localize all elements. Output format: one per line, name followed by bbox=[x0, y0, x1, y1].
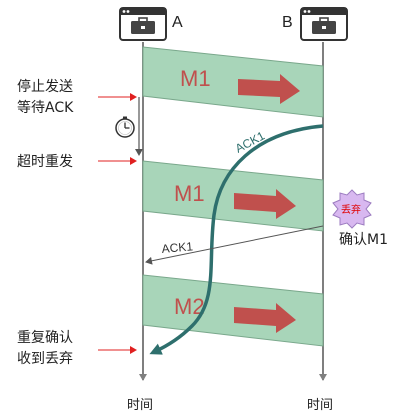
host-a-icon bbox=[119, 7, 167, 41]
frame-label-2: M1 bbox=[174, 181, 205, 206]
timeline-b-label: 时间 bbox=[307, 398, 333, 413]
ack-label-2: ACK1 bbox=[161, 239, 194, 256]
ack-line-short bbox=[145, 225, 324, 265]
frame-label-1: M1 bbox=[180, 66, 211, 91]
discard-badge-text: 丢弃 bbox=[341, 203, 361, 216]
ack-curve-long bbox=[149, 124, 324, 355]
note-stop-send-line1: 停止发送 bbox=[17, 78, 73, 95]
note-dup-confirm-line2: 收到丢弃 bbox=[17, 351, 73, 367]
note-timeout-resend: 超时重发 bbox=[17, 154, 73, 170]
host-b-icon bbox=[300, 7, 348, 41]
frame-arrow-1 bbox=[238, 74, 300, 104]
frame-band-1 bbox=[142, 46, 324, 118]
note-dup-confirm-line1: 重复确认 bbox=[17, 329, 73, 346]
host-a-label: A bbox=[172, 14, 183, 31]
note-stop-send-line2: 等待ACK bbox=[17, 99, 74, 116]
receiver-confirm-label: 确认M1 bbox=[339, 232, 388, 248]
frame-band-3 bbox=[142, 274, 324, 347]
host-b-label: B bbox=[282, 14, 293, 31]
frame-arrow-2 bbox=[234, 189, 296, 219]
discard-burst-badge bbox=[332, 189, 372, 229]
clock-icon bbox=[115, 116, 135, 138]
timeline-a-label: 时间 bbox=[127, 398, 153, 413]
frame-arrow-3 bbox=[234, 303, 296, 333]
